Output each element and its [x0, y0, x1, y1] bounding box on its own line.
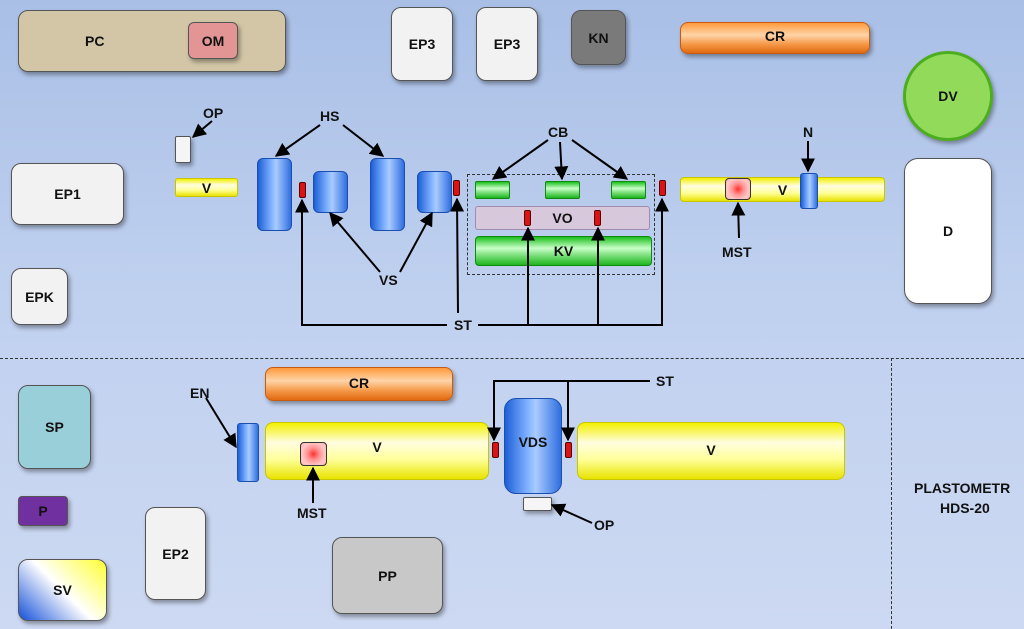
- st-marker-bottom-2: [565, 442, 572, 458]
- p-label: P: [38, 503, 48, 519]
- st-line-right: [478, 197, 669, 326]
- st-marker-3: [659, 180, 666, 196]
- kv-bar: KV: [475, 236, 652, 266]
- op-label-bottom: OP: [594, 517, 615, 533]
- op-element-top: [175, 136, 191, 163]
- en-element: [237, 423, 259, 482]
- hs-block-1: [257, 158, 292, 231]
- model-label: HDS-20: [940, 500, 990, 516]
- kn-label: KN: [588, 29, 609, 46]
- arrow-op-bottom: [550, 503, 593, 524]
- sv-box: SV: [18, 559, 107, 621]
- cr-label-bottom: CR: [348, 374, 370, 391]
- om-label: OM: [201, 32, 225, 49]
- dv-circle: DV: [903, 51, 993, 141]
- n-element: [800, 173, 818, 209]
- arrow-hs-2: [342, 124, 385, 157]
- v-small-label: V: [201, 179, 212, 196]
- v-small-bar: V: [175, 178, 238, 197]
- vs-block-1: [313, 171, 348, 213]
- v-right-label-bottom: V: [706, 441, 716, 458]
- om-box: OM: [188, 22, 238, 59]
- arrow-vs-1: [329, 211, 381, 273]
- cr-label-top: CR: [764, 28, 786, 44]
- cb-block-3: [611, 181, 646, 199]
- kv-label: KV: [553, 243, 574, 259]
- v-right-bar: V: [680, 177, 885, 202]
- ep2-box: EP2: [145, 507, 206, 600]
- arrow-cb-3: [571, 139, 629, 180]
- sp-label: SP: [45, 419, 64, 435]
- hs-label: HS: [320, 108, 340, 124]
- vo-bar: VO: [475, 206, 650, 230]
- v-right-label: V: [777, 181, 788, 198]
- n-label: N: [803, 124, 814, 140]
- mst-sensor-top: [725, 178, 751, 200]
- vds-block: VDS: [504, 398, 562, 494]
- st-line-bottom-left: [487, 380, 650, 442]
- st-marker-2: [453, 180, 460, 196]
- dv-label: DV: [938, 88, 958, 104]
- arrow-op-top: [191, 120, 213, 138]
- arrow-cb-2: [554, 141, 569, 181]
- st-label-top: ST: [454, 317, 472, 333]
- sp-box: SP: [18, 385, 91, 469]
- ep1-label: EP1: [54, 186, 81, 202]
- d-label: D: [942, 223, 954, 239]
- vo-label: VO: [552, 210, 573, 226]
- cb-label: CB: [548, 124, 569, 140]
- arrow-cb-1: [491, 139, 549, 180]
- epk-box: EPK: [11, 268, 68, 325]
- ep3-label-1: EP3: [408, 36, 436, 52]
- side-divider: [891, 358, 892, 629]
- pp-box: PP: [332, 537, 443, 614]
- ep3-label-2: EP3: [493, 36, 521, 52]
- vs-label: VS: [379, 272, 398, 288]
- d-box: D: [904, 158, 992, 304]
- mst-label-bottom: MST: [297, 505, 327, 521]
- kn-box: KN: [571, 10, 626, 65]
- arrow-mst-top: [731, 201, 746, 239]
- st-marker-1: [299, 182, 306, 198]
- mst-label-top: MST: [722, 244, 752, 260]
- arrow-en: [205, 397, 237, 449]
- pp-label: PP: [378, 567, 397, 584]
- plastometer-label: PLASTOMETR: [914, 480, 1011, 496]
- arrow-hs-1: [274, 124, 321, 157]
- cr-bar-top: CR: [680, 22, 870, 54]
- st-label-bottom: ST: [656, 373, 674, 389]
- cr-bar-bottom: CR: [265, 367, 453, 401]
- mst-sensor-bottom: [300, 442, 327, 466]
- ep3-box-2: EP3: [476, 7, 538, 81]
- st-marker-bottom-1: [492, 442, 499, 458]
- vds-label: VDS: [518, 434, 548, 450]
- en-label: EN: [190, 385, 210, 401]
- ep3-box-1: EP3: [391, 7, 453, 81]
- hs-block-2: [370, 158, 405, 231]
- st-marker-vo-1: [524, 210, 531, 226]
- arrow-vs-2: [399, 211, 433, 273]
- ep2-label: EP2: [162, 545, 189, 562]
- v-left-label-bottom: V: [372, 439, 382, 455]
- pc-box: PC: [18, 10, 286, 72]
- ep1-box: EP1: [11, 163, 124, 225]
- p-box: P: [18, 496, 68, 526]
- st-marker-vo-2: [594, 210, 601, 226]
- section-divider: [0, 358, 1024, 359]
- v-right-bar-bottom: V: [577, 422, 845, 480]
- cb-block-2: [545, 181, 580, 199]
- pc-label: PC: [85, 33, 105, 49]
- st-line-2: [450, 197, 465, 314]
- op-label-top: OP: [203, 105, 224, 121]
- cb-block-1: [475, 181, 510, 199]
- sv-label: SV: [53, 582, 72, 598]
- vs-block-2: [417, 171, 452, 213]
- epk-label: EPK: [25, 288, 54, 305]
- st-line-left: [295, 198, 447, 326]
